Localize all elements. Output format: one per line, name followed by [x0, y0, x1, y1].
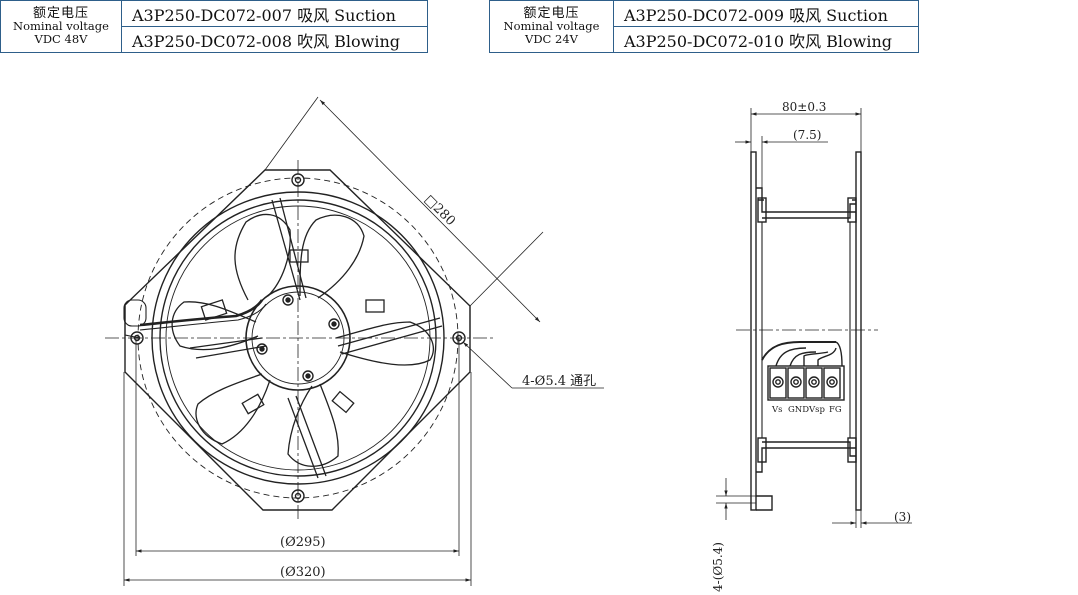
dim-side-holes-label: 4-(Ø5.4): [711, 542, 725, 592]
terminal-screw: [823, 367, 841, 399]
voltage-label-en: Nominal voltage: [503, 19, 600, 34]
motor-hub: [245, 285, 351, 391]
side-view: [716, 108, 912, 528]
dim-flange: [735, 136, 828, 188]
cable: [139, 299, 264, 327]
dim-outer-dia: [123, 372, 472, 586]
hub-screw: [328, 318, 340, 330]
dim-hole-leader: [462, 341, 604, 389]
terminal-label: Vs: [771, 405, 783, 415]
venturi-inner: [159, 199, 437, 477]
mount-hole: [130, 331, 144, 345]
terminal-label: FG: [829, 405, 842, 415]
venturi-outer: [151, 191, 445, 485]
dim-thickness-label: (3): [894, 510, 911, 524]
dim-thickness: [832, 510, 912, 528]
right-flange: [855, 151, 862, 511]
voltage-cell-48v: 额定电压 Nominal voltage VDC 48V: [0, 0, 122, 53]
model-row: A3P250-DC072-010 吹风 Blowing: [613, 26, 919, 53]
terminal-label: GND: [788, 405, 809, 415]
hub-screw: [256, 343, 268, 355]
dim-inner-dia: [135, 338, 460, 556]
wire-clip: [123, 299, 147, 327]
dim-flange-label: (7.5): [793, 128, 821, 142]
dim-holes-label: 4-Ø5.4 通孔: [522, 374, 596, 389]
fan-housing: [124, 169, 471, 511]
terminal-screw: [769, 367, 787, 399]
dim-outer-dia-label: (Ø320): [280, 565, 326, 580]
voltage-cell-24v: 额定电压 Nominal voltage VDC 24V: [489, 0, 614, 53]
terminal-label: Vsp: [808, 405, 826, 415]
dim-square: [264, 96, 544, 323]
terminal-screw: [805, 367, 823, 399]
voltage-value: VDC 48V: [34, 31, 88, 46]
hub-screw: [282, 294, 294, 306]
dim-square-label: □280: [421, 192, 458, 229]
model-row: A3P250-DC072-008 吹风 Blowing: [121, 26, 428, 53]
mount-hole: [291, 173, 305, 187]
model-row: A3P250-DC072-009 吸风 Suction: [613, 0, 919, 27]
mount-hole: [291, 489, 305, 503]
voltage-label-cn: 额定电压: [523, 5, 580, 21]
spec-table-24v: 额定电压 Nominal voltage VDC 24V A3P250-DC07…: [489, 0, 919, 53]
terminal-block: [767, 365, 845, 401]
voltage-value: VDC 24V: [525, 31, 578, 46]
voltage-label-cn: 额定电压: [32, 5, 89, 21]
spec-table-48v: 额定电压 Nominal voltage VDC 48V A3P250-DC07…: [0, 0, 428, 53]
voltage-label-en: Nominal voltage: [13, 19, 109, 34]
left-flange: [750, 151, 757, 511]
dim-width: [750, 108, 862, 152]
dim-width-label: 80±0.3: [782, 100, 826, 114]
dim-inner-dia-label: (Ø295): [280, 535, 326, 550]
dim-side-holes: [716, 478, 756, 520]
hub-screw: [302, 370, 314, 382]
side-cable: [761, 341, 836, 361]
terminal-screw: [787, 367, 805, 399]
front-view: [105, 96, 604, 586]
